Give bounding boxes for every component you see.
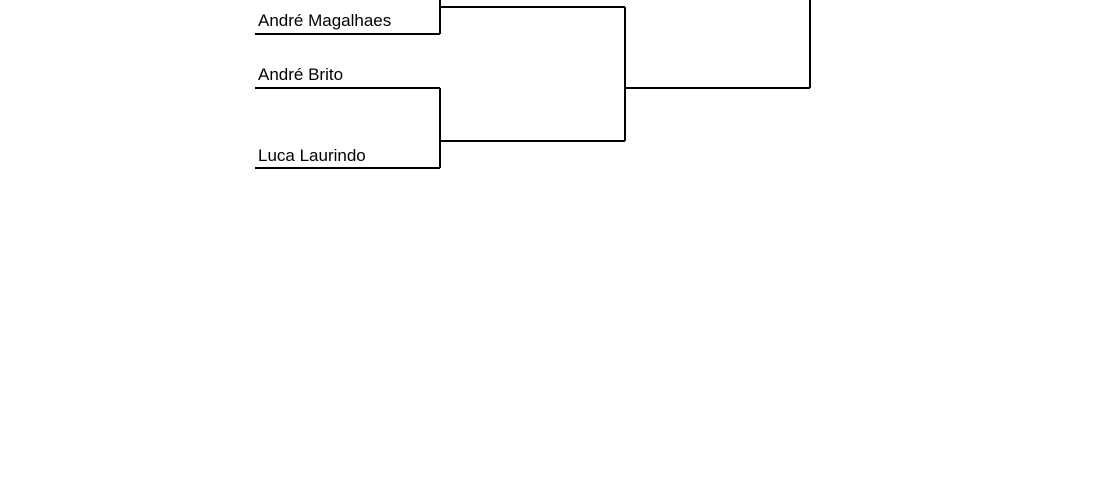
player-name: André Brito [258, 65, 343, 84]
player-name: André Magalhaes [258, 11, 391, 30]
player-name: Luca Laurindo [258, 146, 366, 165]
